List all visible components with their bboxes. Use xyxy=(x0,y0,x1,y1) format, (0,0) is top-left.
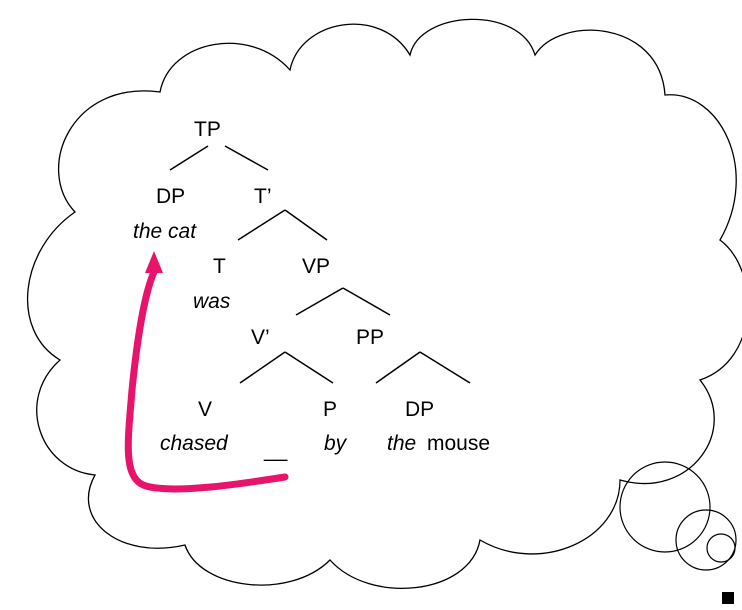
branch-vbar-v xyxy=(239,351,286,384)
thought-circle-medium xyxy=(675,509,737,571)
thought-circles xyxy=(619,461,737,571)
branch-tbar-t xyxy=(237,209,286,241)
thought-cloud xyxy=(27,18,742,589)
branch-vp-vbar xyxy=(295,287,344,316)
branch-tbar-vp xyxy=(284,209,328,241)
branch-vbar-p xyxy=(284,351,334,384)
tree-branches xyxy=(169,145,471,384)
word-was: was xyxy=(193,290,231,313)
gap-marker: __ xyxy=(263,439,288,462)
word-chased: chased xyxy=(160,432,229,455)
node-v: V xyxy=(198,398,212,421)
node-v-bar: V’ xyxy=(251,326,270,349)
branch-pp-p xyxy=(375,351,421,384)
movement-arrow-path xyxy=(124,268,289,493)
branch-pp-dp xyxy=(419,351,471,384)
branch-tp-dp xyxy=(169,145,209,171)
tree-labels: TP DP the cat T’ T was VP V’ PP V chased… xyxy=(133,118,490,462)
word-the-cat: the cat xyxy=(133,220,197,243)
movement-arrow-head xyxy=(145,251,163,273)
corner-marker xyxy=(722,592,734,604)
node-p: P xyxy=(323,398,337,421)
node-dp-subject: DP xyxy=(156,185,185,208)
thought-circle-large xyxy=(619,461,711,553)
node-tp: TP xyxy=(194,118,221,141)
node-dp-object: DP xyxy=(405,398,434,421)
node-t: T xyxy=(213,255,226,278)
branch-vp-pp xyxy=(342,287,391,316)
node-t-bar: T’ xyxy=(254,185,272,208)
word-mouse: mouse xyxy=(427,432,490,455)
node-vp: VP xyxy=(302,255,330,278)
word-the: the xyxy=(387,432,416,455)
thought-circle-small xyxy=(706,533,736,563)
branch-tp-tbar xyxy=(224,145,269,171)
movement-arrow xyxy=(124,251,289,493)
node-pp: PP xyxy=(356,326,384,349)
word-by: by xyxy=(324,432,348,455)
